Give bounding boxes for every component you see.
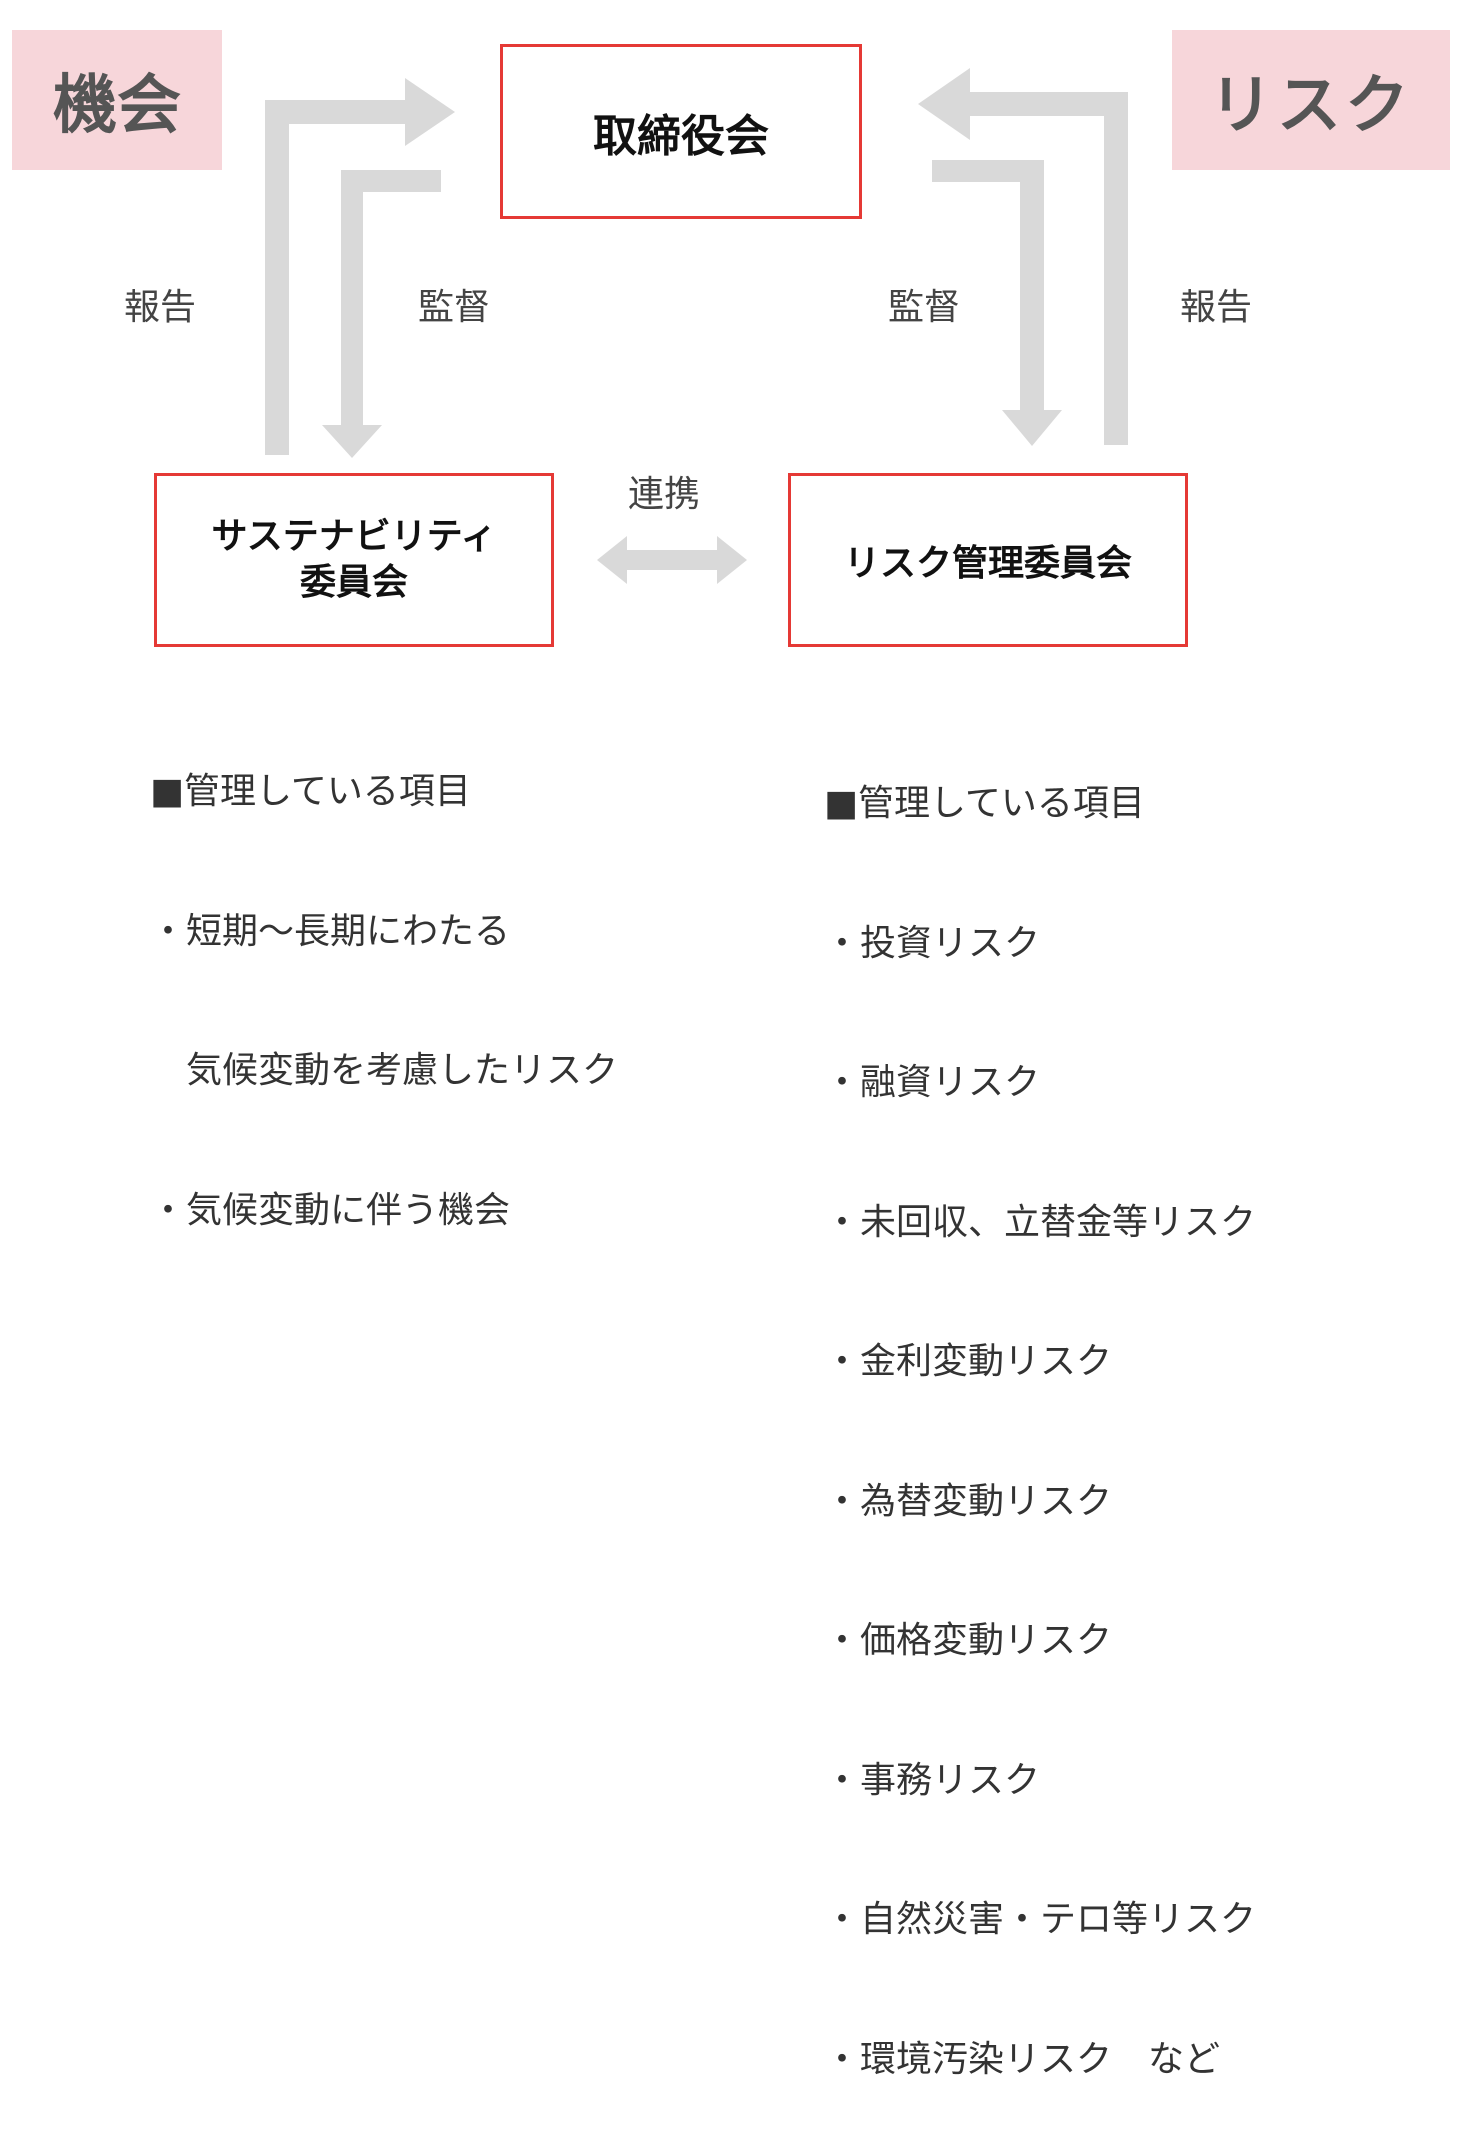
risk-tag: リスク [1172, 30, 1450, 170]
sustainability-managed-items: ■管理している項目 ・短期～長期にわたる 気候変動を考慮したリスク ・気候変動に… [150, 676, 618, 1281]
list-item: ・投資リスク [824, 922, 1041, 964]
risk-managed-items: ■管理している項目 ・投資リスク ・融資リスク ・未回収、立替金等リスク ・金利… [824, 688, 1256, 2130]
list-item: ・自然災害・テロ等リスク [824, 1899, 1257, 1940]
list-item: ・事務リスク [824, 1759, 1041, 1801]
list-item: ・短期～長期にわたる [150, 910, 511, 952]
opportunity-tag: 機会 [12, 30, 222, 170]
sustainability-label-line2: 委員会 [299, 562, 408, 603]
collaboration-label: 連携 [628, 474, 701, 515]
list-item: ・融資リスク [824, 1062, 1041, 1103]
oversee-label-right: 監督 [888, 287, 961, 328]
list-item: ・環境汚染リスク など [824, 2038, 1221, 2080]
sustainability-label-line1: サステナビリティ [211, 516, 497, 557]
report-arrow-right [918, 68, 1128, 445]
list-item: ・未回収、立替金等リスク [824, 1201, 1257, 1243]
list-item: ・気候変動に伴う機会 [150, 1189, 511, 1231]
risk-committee-box: リスク管理委員会 [788, 473, 1188, 647]
collaboration-arrow [597, 536, 747, 584]
oversee-label-left: 監督 [418, 287, 491, 328]
list-item: ■管理している項目 [150, 771, 471, 812]
report-label-left: 報告 [124, 287, 197, 328]
board-label: 取締役会 [593, 110, 769, 162]
list-item: ・為替変動リスク [824, 1480, 1113, 1522]
risk-committee-label: リスク管理委員会 [843, 543, 1132, 584]
oversee-arrow-right [932, 160, 1062, 446]
list-item: ・価格変動リスク [824, 1620, 1113, 1661]
oversee-arrow-left [322, 170, 441, 458]
sustainability-committee-box: サステナビリティ 委員会 [154, 473, 554, 647]
report-arrow-left [265, 78, 455, 455]
flow-arrows [265, 68, 1128, 584]
list-item: 気候変動を考慮したリスク [150, 1050, 619, 1091]
list-item: ■管理している項目 [824, 783, 1145, 824]
list-item: ・金利変動リスク [824, 1341, 1113, 1382]
report-label-right: 報告 [1180, 287, 1253, 328]
board-of-directors-box: 取締役会 [500, 44, 862, 219]
